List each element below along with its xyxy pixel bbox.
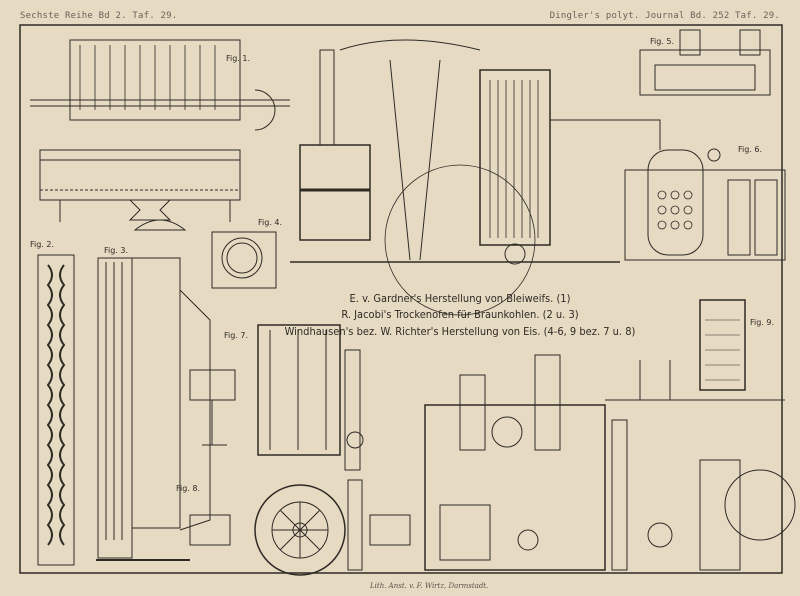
plate-frame — [19, 24, 783, 574]
engine-drawing — [290, 39, 620, 316]
oven-drawing — [479, 69, 661, 265]
fig9-drawing — [424, 299, 796, 571]
fig2-label: Fig. 2. — [30, 240, 55, 249]
plate-header-right: Dingler's polyt. Journal Bd. 252 Taf. 29… — [549, 11, 780, 21]
title-line-windhausen: Windhausen's bez. W. Richter's Herstellu… — [284, 325, 636, 338]
fig3-label: Fig. 3. — [104, 246, 129, 255]
lithographer-imprint: Lith. Anst. v. F. Wirtz, Darmstadt. — [370, 582, 489, 590]
fig7-drawing — [189, 324, 364, 471]
fig7-label: Fig. 7. — [224, 331, 249, 340]
fig9-label: Fig. 9. — [750, 318, 775, 327]
fig8-drawing — [189, 479, 411, 576]
fig4-drawing — [211, 231, 277, 289]
fig6-label: Fig. 6. — [738, 145, 763, 154]
plate-header-left: Sechste Reihe Bd 2. Taf. 29. — [20, 11, 178, 21]
fig1-drawing — [30, 39, 290, 231]
fig1-label: Fig. 1. — [226, 54, 251, 63]
fig2-drawing — [37, 254, 75, 566]
fig5-label: Fig. 5. — [650, 37, 675, 46]
fig5-drawing — [639, 29, 771, 96]
fig3-drawing — [96, 257, 211, 561]
title-line-gardner: E. v. Gardner's Herstellung von Bleiweif… — [349, 292, 571, 305]
fig8-label: Fig. 8. — [176, 484, 201, 493]
fig6-drawing — [624, 148, 786, 261]
title-line-jacobi: R. Jacobi's Trockenofen für Braunkohlen.… — [341, 308, 579, 321]
fig4-label: Fig. 4. — [258, 218, 283, 227]
